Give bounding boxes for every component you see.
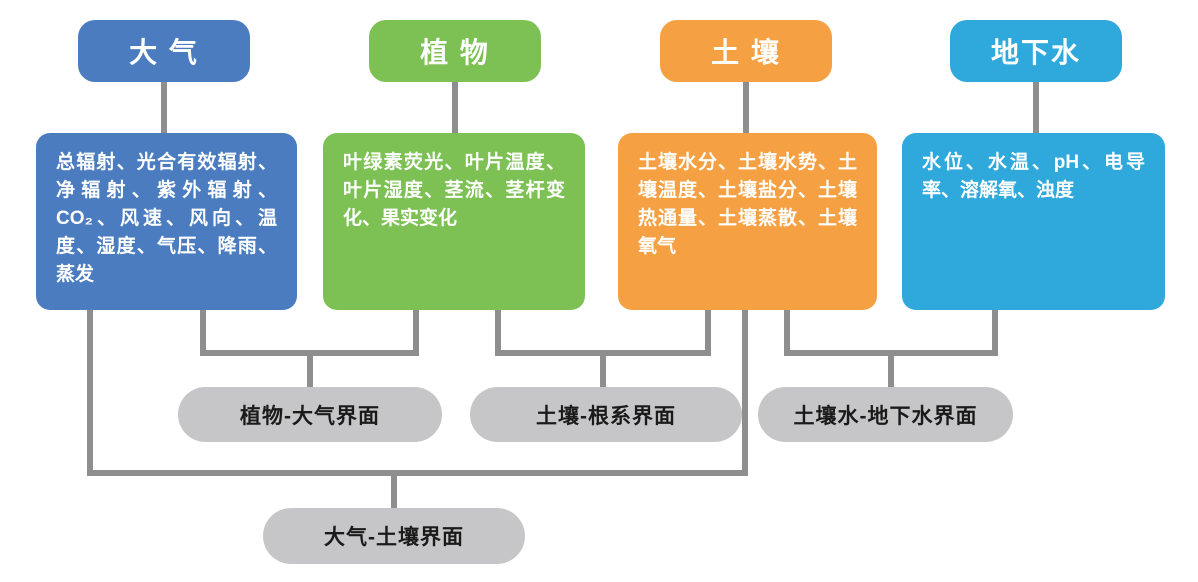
connector-soil-stub: [743, 82, 749, 133]
node-atmosphere-header: 大 气: [78, 20, 250, 82]
interface-soil-root-label: 土壤-根系界面: [536, 404, 676, 428]
soil-variables-box: 土壤水分、土壤水势、土壤温度、土壤盐分、土壤热通量、土壤蒸散、土壤氧气: [618, 133, 877, 310]
node-groundwater-header: 地下水: [950, 20, 1122, 82]
bracket-sw-gw-right: [992, 310, 998, 356]
atmosphere-variables-text: 总辐射、光合有效辐射、净辐射、紫外辐射、CO₂、风速、风向、温度、湿度、气压、降…: [56, 152, 277, 285]
groundwater-variables-box: 水位、水温、pH、电导率、溶解氧、浊度: [902, 133, 1165, 310]
plant-variables-box: 叶绿素荧光、叶片温度、叶片湿度、茎流、茎杆变化、果实变化: [323, 133, 585, 310]
bracket-soil-root-bar: [495, 350, 711, 356]
interface-plant-atmosphere-label: 植物-大气界面: [240, 404, 380, 428]
node-atmosphere-label: 大 气: [129, 37, 199, 68]
bracket-atm-soil-left: [87, 310, 93, 476]
node-soil-header: 土 壤: [660, 20, 832, 82]
node-groundwater-label: 地下水: [990, 37, 1081, 68]
bracket-plant-atm-right: [413, 310, 419, 356]
plant-variables-text: 叶绿素荧光、叶片温度、叶片湿度、茎流、茎杆变化、果实变化: [343, 152, 565, 229]
node-plant-label: 植 物: [420, 37, 490, 68]
atmosphere-variables-box: 总辐射、光合有效辐射、净辐射、紫外辐射、CO₂、风速、风向、温度、湿度、气压、降…: [36, 133, 297, 310]
node-plant-header: 植 物: [369, 20, 541, 82]
bracket-atm-soil-bar: [87, 470, 748, 476]
bracket-soil-root-stub: [600, 356, 606, 387]
interface-plant-atmosphere: 植物-大气界面: [178, 387, 442, 442]
bracket-plant-atm-stub: [307, 356, 313, 387]
bracket-soil-root-left: [495, 310, 501, 356]
bracket-sw-gw-bar: [784, 350, 998, 356]
interface-soilwater-groundwater: 土壤水-地下水界面: [758, 387, 1013, 442]
bracket-atm-soil-right: [742, 310, 748, 476]
connector-atmosphere-stub: [161, 82, 167, 133]
interface-soilwater-groundwater-label: 土壤水-地下水界面: [793, 404, 978, 428]
bracket-plant-atm-bar: [200, 350, 419, 356]
bracket-sw-gw-left: [784, 310, 790, 356]
bracket-plant-atm-left: [200, 310, 206, 356]
soil-variables-text: 土壤水分、土壤水势、土壤温度、土壤盐分、土壤热通量、土壤蒸散、土壤氧气: [638, 152, 857, 257]
bracket-atm-soil-stub: [391, 476, 397, 508]
connector-groundwater-stub: [1033, 82, 1039, 133]
interface-soil-root: 土壤-根系界面: [470, 387, 742, 442]
groundwater-variables-text: 水位、水温、pH、电导率、溶解氧、浊度: [922, 152, 1145, 201]
bracket-soil-root-right: [705, 310, 711, 356]
interface-atmosphere-soil-label: 大气-土壤界面: [324, 526, 464, 549]
interface-atmosphere-soil: 大气-土壤界面: [263, 508, 525, 564]
connector-plant-stub: [452, 82, 458, 133]
node-soil-label: 土 壤: [711, 37, 781, 68]
bracket-sw-gw-stub: [888, 356, 894, 387]
